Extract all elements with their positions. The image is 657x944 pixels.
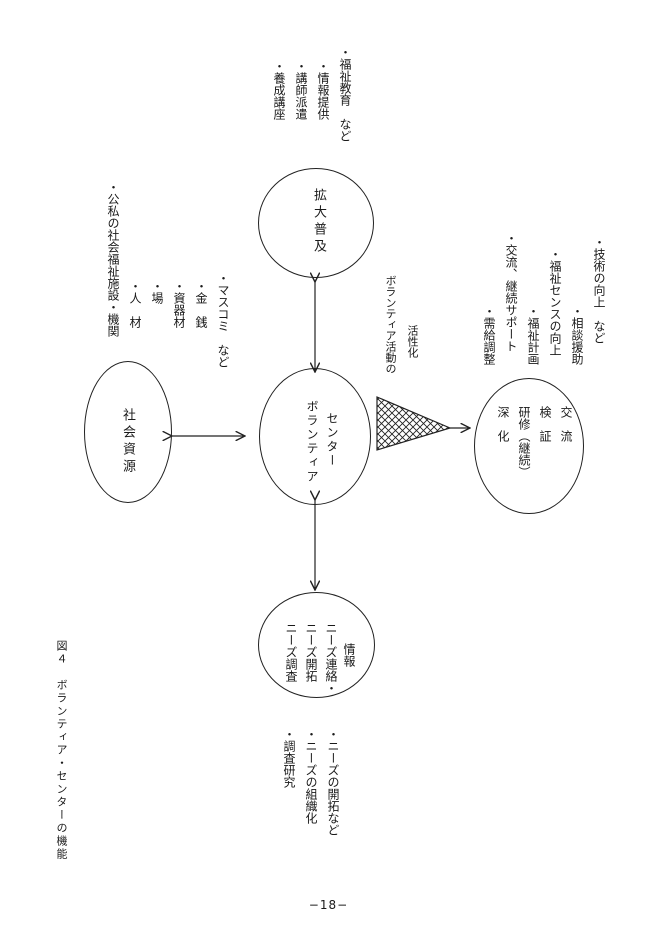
expansion-label: 拡大普及 — [311, 188, 326, 256]
figure-caption: 図４ ボランティア・センターの機能 — [55, 640, 68, 861]
activation-label-line2: 活性化 — [406, 325, 419, 358]
deepening-item: ・福祉計画 — [526, 305, 540, 365]
expansion-item: ・養成講座 — [272, 60, 286, 120]
activation-label-line1: ボランティア活動の — [384, 275, 397, 374]
social-resources-item: ・マスコミ など — [216, 272, 230, 368]
needs-circle-line: ニーズ開拓 — [304, 622, 318, 682]
volunteer-center-line2: センター — [325, 412, 339, 468]
needs-circle-line: ニーズ調査 — [284, 622, 298, 682]
needs-item: ・ニーズの開拓など — [326, 728, 340, 836]
social-resources-item: ・資器材 — [172, 280, 186, 328]
page-number: −18− — [308, 898, 349, 912]
deepening-item: ・技術の向上 など — [592, 236, 606, 344]
expansion-circle — [258, 168, 374, 278]
needs-circle — [258, 592, 375, 698]
social-resources-circle — [84, 361, 172, 503]
deepening-circle-line: 研修（継続） — [517, 406, 531, 478]
social-resources-item: ・人 材 — [128, 280, 142, 328]
volunteer-center-circle — [259, 368, 371, 505]
social-resources-item: ・公私の社会福祉施設・機関 — [106, 181, 120, 337]
deepening-item: ・福祉センスの向上 — [548, 248, 562, 356]
deepening-circle-line: 深 化 — [496, 406, 510, 442]
needs-item: ・調査研究 — [282, 728, 296, 788]
expansion-item: ・情報提供 — [316, 60, 330, 120]
deepening-item: ・交流、継続サポート — [504, 232, 518, 352]
expansion-item: ・福祉教育 など — [338, 46, 352, 142]
deepening-circle — [474, 378, 584, 514]
deepening-item: ・需給調整 — [482, 305, 496, 365]
volunteer-center-line1: ボランティア — [305, 400, 319, 484]
social-resources-label: 社会資源 — [120, 408, 135, 476]
social-resources-item: ・場 — [150, 280, 164, 304]
expansion-item: ・講師派遣 — [294, 60, 308, 120]
deepening-circle-line: 交 流 — [559, 406, 573, 442]
activation-cone — [376, 396, 452, 451]
needs-circle-line: 情報 — [342, 643, 356, 667]
social-resources-item: ・金 銭 — [194, 280, 208, 328]
needs-circle-line: ニーズ連絡・ — [324, 622, 338, 694]
deepening-circle-line: 検 証 — [538, 406, 552, 442]
deepening-item: ・相談援助 — [570, 305, 584, 365]
needs-item: ・ニーズの組織化 — [304, 728, 318, 824]
